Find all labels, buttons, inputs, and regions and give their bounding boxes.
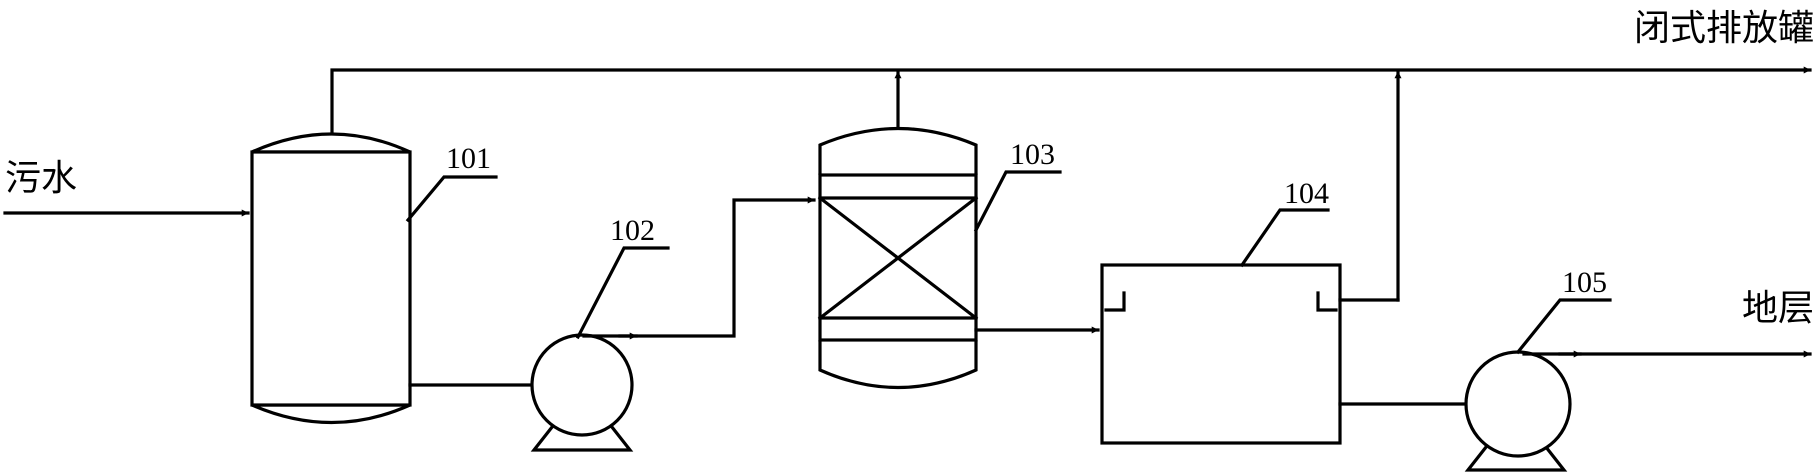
vessel-104-leader bbox=[1239, 208, 1330, 268]
tank-101-leader bbox=[405, 175, 498, 223]
tank-101 bbox=[250, 132, 412, 424]
vessel-104 bbox=[1100, 263, 1342, 445]
pump-105-leader bbox=[1515, 298, 1612, 355]
reactor-103-leader bbox=[973, 170, 1062, 233]
pump-102 bbox=[530, 333, 634, 452]
closed-drain-tank-label: 闭式排放罐 bbox=[1634, 8, 1814, 49]
pump-102-tag: 102 bbox=[610, 214, 655, 247]
reactor-103-tag: 103 bbox=[1010, 138, 1055, 171]
pump-105 bbox=[1464, 350, 1572, 472]
line-pump-102-riser bbox=[618, 196, 816, 338]
formation-label: 地层 bbox=[1742, 288, 1814, 329]
pump-105-tag: 105 bbox=[1562, 266, 1607, 299]
reactor-103 bbox=[817, 126, 979, 389]
vessel-104-tag: 104 bbox=[1284, 177, 1329, 210]
vent-header-line bbox=[330, 66, 1812, 134]
sewage-inlet-label: 污水 bbox=[5, 158, 77, 199]
pump-102-leader bbox=[575, 246, 670, 340]
tank-101-tag: 101 bbox=[446, 142, 491, 175]
